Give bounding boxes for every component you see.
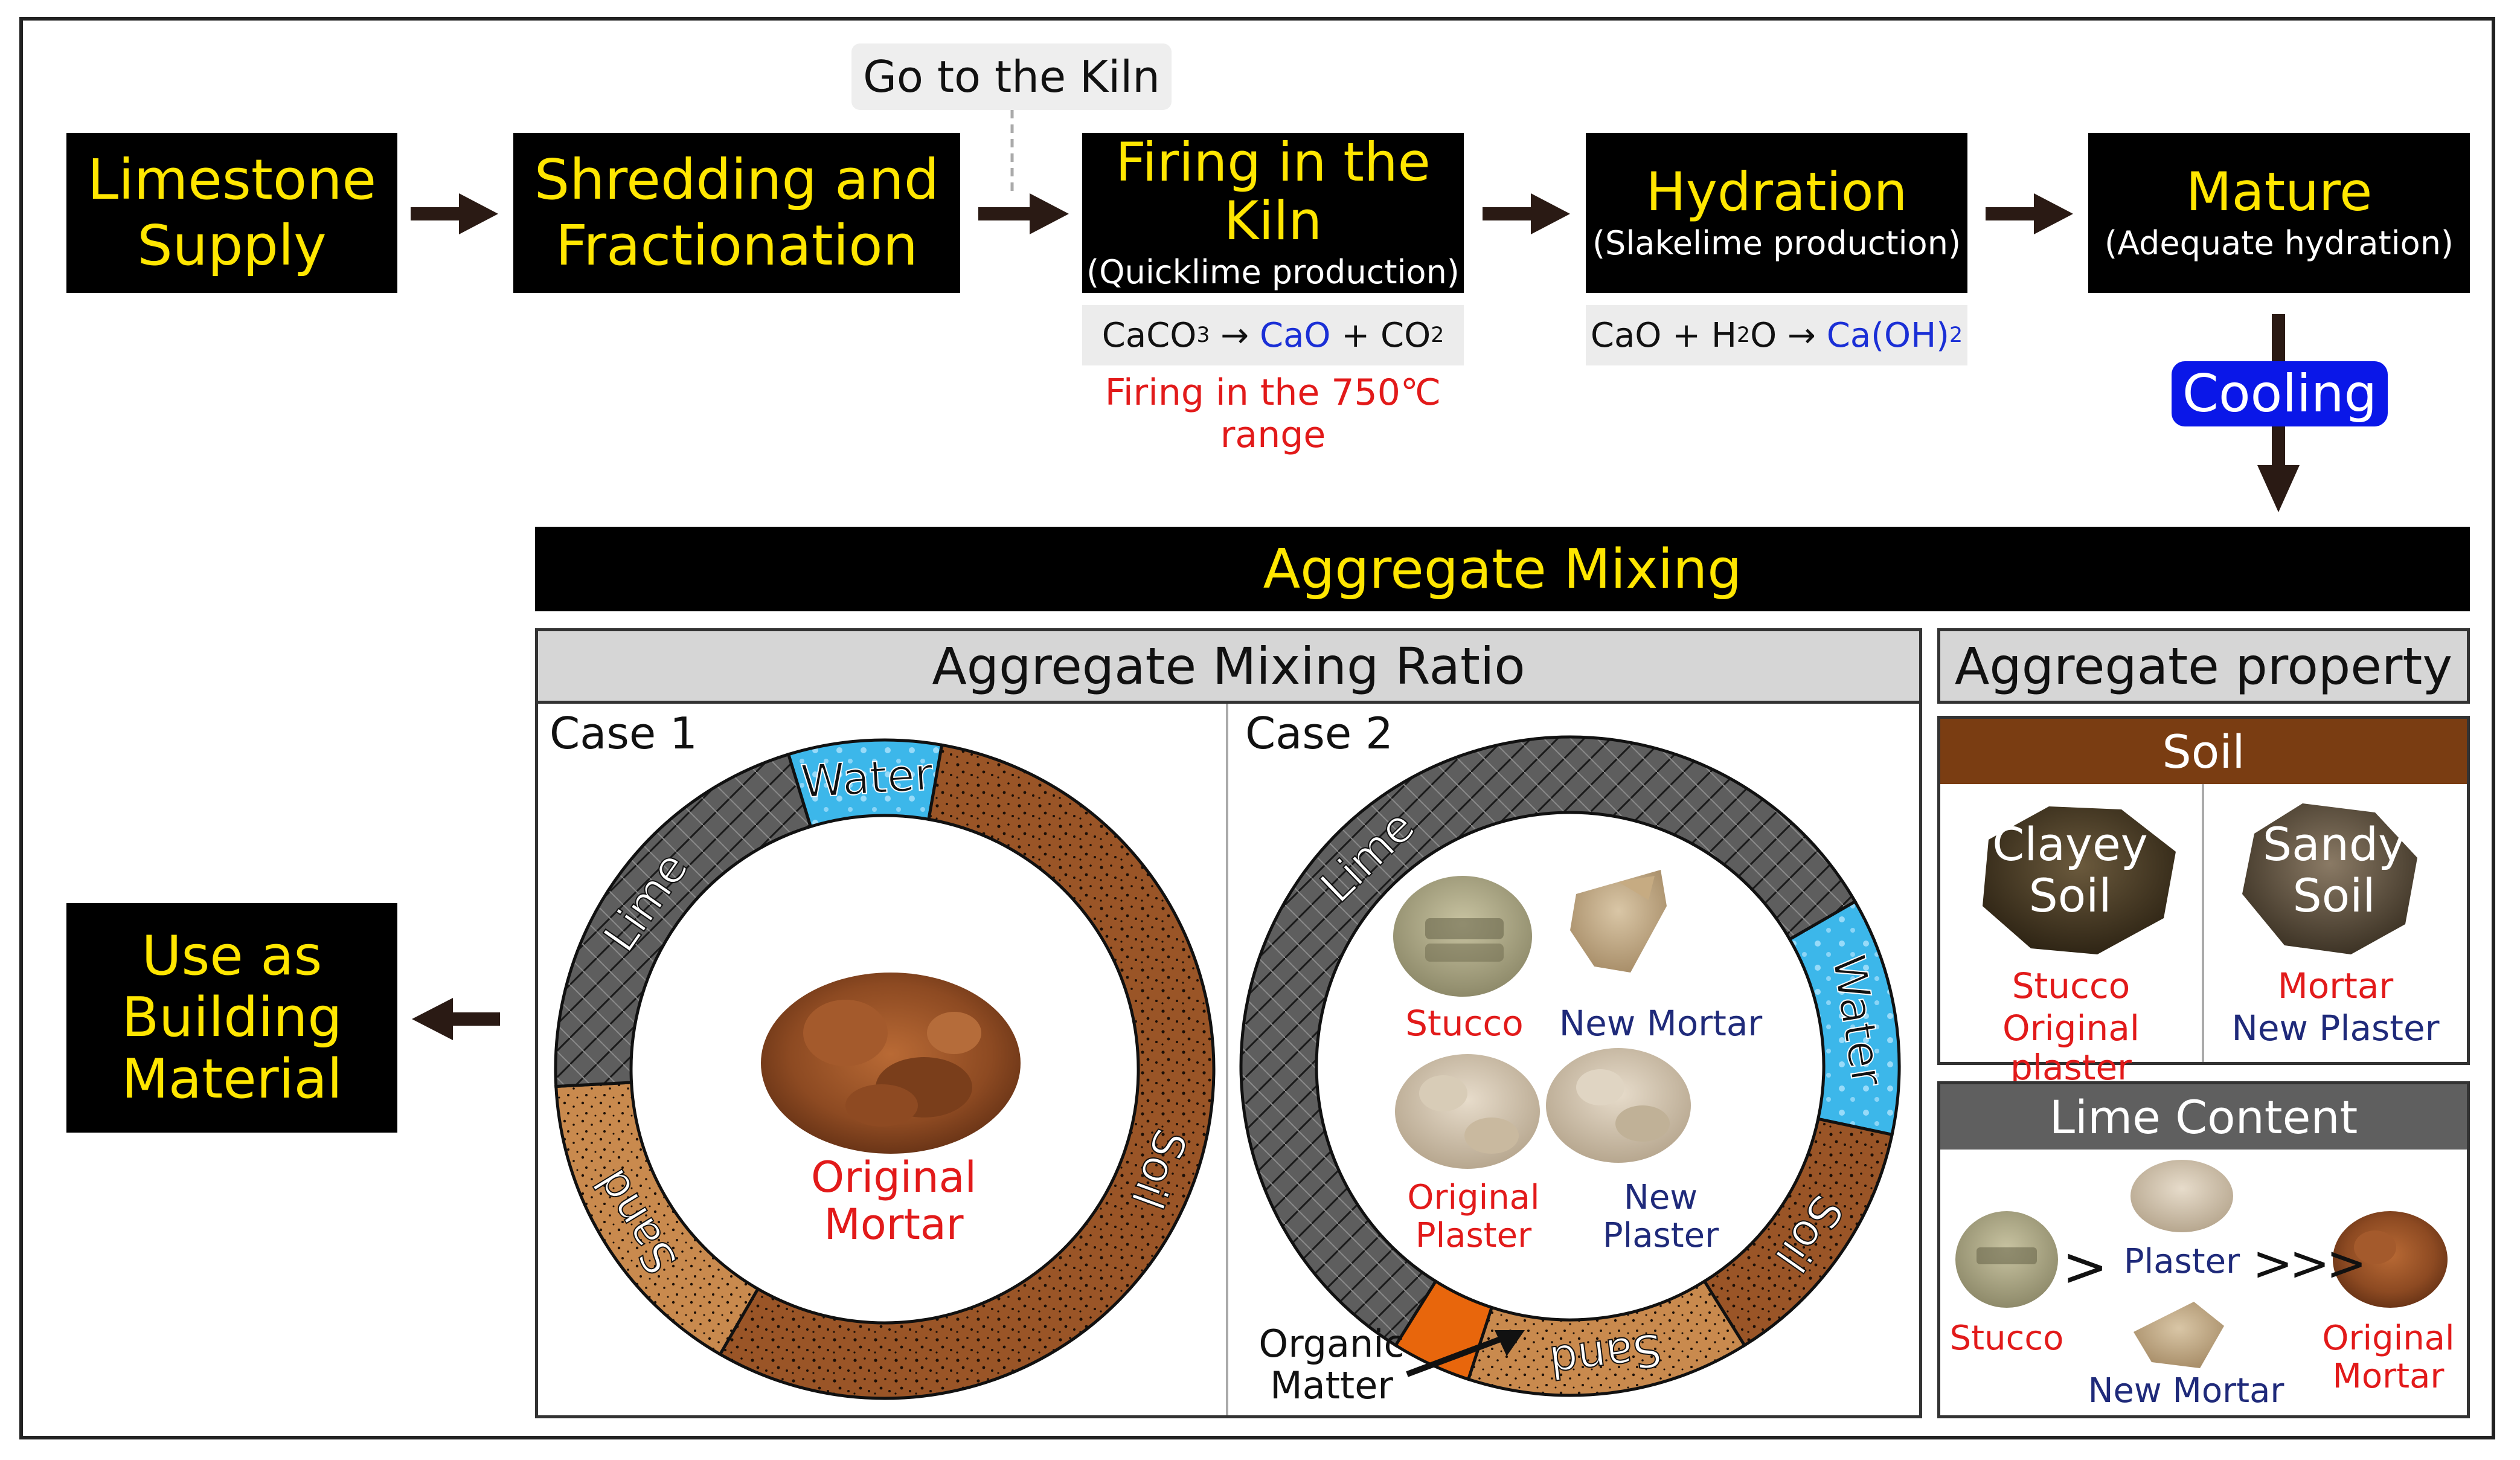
stucco-image <box>1393 876 1532 997</box>
aggregate-mixing-title: Aggregate Mixing <box>1263 537 1742 601</box>
aggregate-property-header: Aggregate property <box>1937 628 2470 704</box>
lime-original-mortar-image <box>2333 1211 2448 1308</box>
firing-note: Firing in the 750℃ range <box>1105 371 1441 456</box>
soil-divider <box>2202 784 2204 1062</box>
lime-original-mortar-label: Original Mortar <box>2322 1319 2455 1396</box>
case1-segment-lime <box>554 752 813 1089</box>
diagram-frame <box>19 17 2495 1439</box>
soil-header: Soil <box>1940 719 2467 784</box>
case2-segment-lime <box>1239 735 1858 1348</box>
step-subtitle: (Adequate hydration) <box>2105 224 2454 262</box>
step-title: Hydration <box>1646 160 1908 223</box>
original-mortar-image <box>761 973 1021 1154</box>
lime-content-header: Lime Content <box>1940 1084 2467 1150</box>
organic-matter-label: Organic Matter <box>1258 1322 1405 1408</box>
use-as-building-material: Use as Building Material <box>66 903 397 1133</box>
gt-symbol: > <box>2062 1235 2108 1299</box>
sandy-soil-label: Sandy Soil <box>2262 817 2406 923</box>
lime-content-title: Lime Content <box>2049 1090 2358 1144</box>
cooling-badge: Cooling <box>2172 361 2388 426</box>
soil-samples <box>1983 803 2417 954</box>
sandy-soil-image <box>2242 803 2417 954</box>
step-hydration: Hydration (Slakelime production) <box>1586 133 1967 293</box>
lime-plaster-image <box>2130 1160 2233 1232</box>
case1-segment-label: Water <box>800 748 935 808</box>
case2-original-plaster-label: Original Plaster <box>1407 1178 1540 1255</box>
step-title: Limestone Supply <box>87 147 377 278</box>
step-title: Firing in the Kiln <box>1115 131 1431 252</box>
case2-new-mortar-label: New Mortar <box>1559 1003 1763 1044</box>
arrow-icon <box>411 193 498 234</box>
go-to-kiln-text: Go to the Kiln <box>863 51 1160 102</box>
clayey-use-stucco: Stucco <box>2012 965 2130 1006</box>
new-plaster-image <box>1546 1048 1691 1163</box>
original-plaster-image <box>1395 1054 1540 1169</box>
lime-stucco-image <box>1955 1211 2058 1308</box>
step-title: Shredding and Fractionation <box>534 147 940 278</box>
arrow-left-icon <box>412 998 500 1040</box>
aggregate-property-title: Aggregate property <box>1954 636 2453 696</box>
arrow-icon <box>1986 193 2073 234</box>
organic-arrow-icon <box>1406 1330 1525 1377</box>
go-to-kiln-label: Go to the Kiln <box>851 43 1172 110</box>
case2-new-plaster-label: New Plaster <box>1602 1178 1719 1255</box>
aggregate-mixing-bar: Aggregate Mixing <box>535 527 2470 611</box>
clayey-soil-label: Clayey Soil <box>1992 817 2148 923</box>
step-limestone-supply: Limestone Supply <box>66 133 397 293</box>
lime-new-mortar-image <box>2134 1302 2224 1368</box>
new-mortar-image <box>1570 870 1667 973</box>
step-title: Mature <box>2185 160 2373 223</box>
mixing-ratio-header: Aggregate Mixing Ratio <box>535 628 1922 704</box>
lime-content-images <box>1955 1160 2448 1368</box>
step-subtitle: (Quicklime production) <box>1086 252 1460 291</box>
step-subtitle: (Slakelime production) <box>1592 224 1961 262</box>
case2-stucco-label: Stucco <box>1405 1003 1524 1044</box>
use-as-text: Use as Building Material <box>121 924 342 1111</box>
sandy-use-new-plaster: New Plaster <box>2231 1008 2440 1049</box>
lime-new-mortar-label: New Mortar <box>2088 1371 2284 1410</box>
step-mature: Mature (Adequate hydration) <box>2088 133 2470 293</box>
case-divider <box>1226 704 1228 1415</box>
step-firing-kiln: Firing in the Kiln (Quicklime production… <box>1082 133 1464 293</box>
cooling-text: Cooling <box>2182 364 2377 424</box>
lime-stucco-label: Stucco <box>1949 1319 2064 1358</box>
lime-plaster-label: Plaster <box>2123 1242 2240 1281</box>
clayey-soil-image <box>1983 806 2176 954</box>
mixing-ratio-title: Aggregate Mixing Ratio <box>932 636 1525 696</box>
soil-header-text: Soil <box>2162 724 2245 779</box>
case2-label: Case 2 <box>1245 708 1393 759</box>
step-shredding: Shredding and Fractionation <box>513 133 960 293</box>
case1-label: Case 1 <box>550 708 697 759</box>
ggt-symbol: >>> <box>2252 1235 2367 1291</box>
arrow-icon <box>978 193 1069 234</box>
original-mortar-label: Original Mortar <box>811 1153 976 1250</box>
case2-segment-organic-matter <box>1393 1279 1494 1381</box>
case1-segment-soil <box>718 743 1216 1400</box>
clayey-use-original-plaster: Original plaster <box>2002 1008 2140 1088</box>
arrow-icon <box>1483 193 1570 234</box>
sandy-use-mortar: Mortar <box>2277 965 2394 1006</box>
